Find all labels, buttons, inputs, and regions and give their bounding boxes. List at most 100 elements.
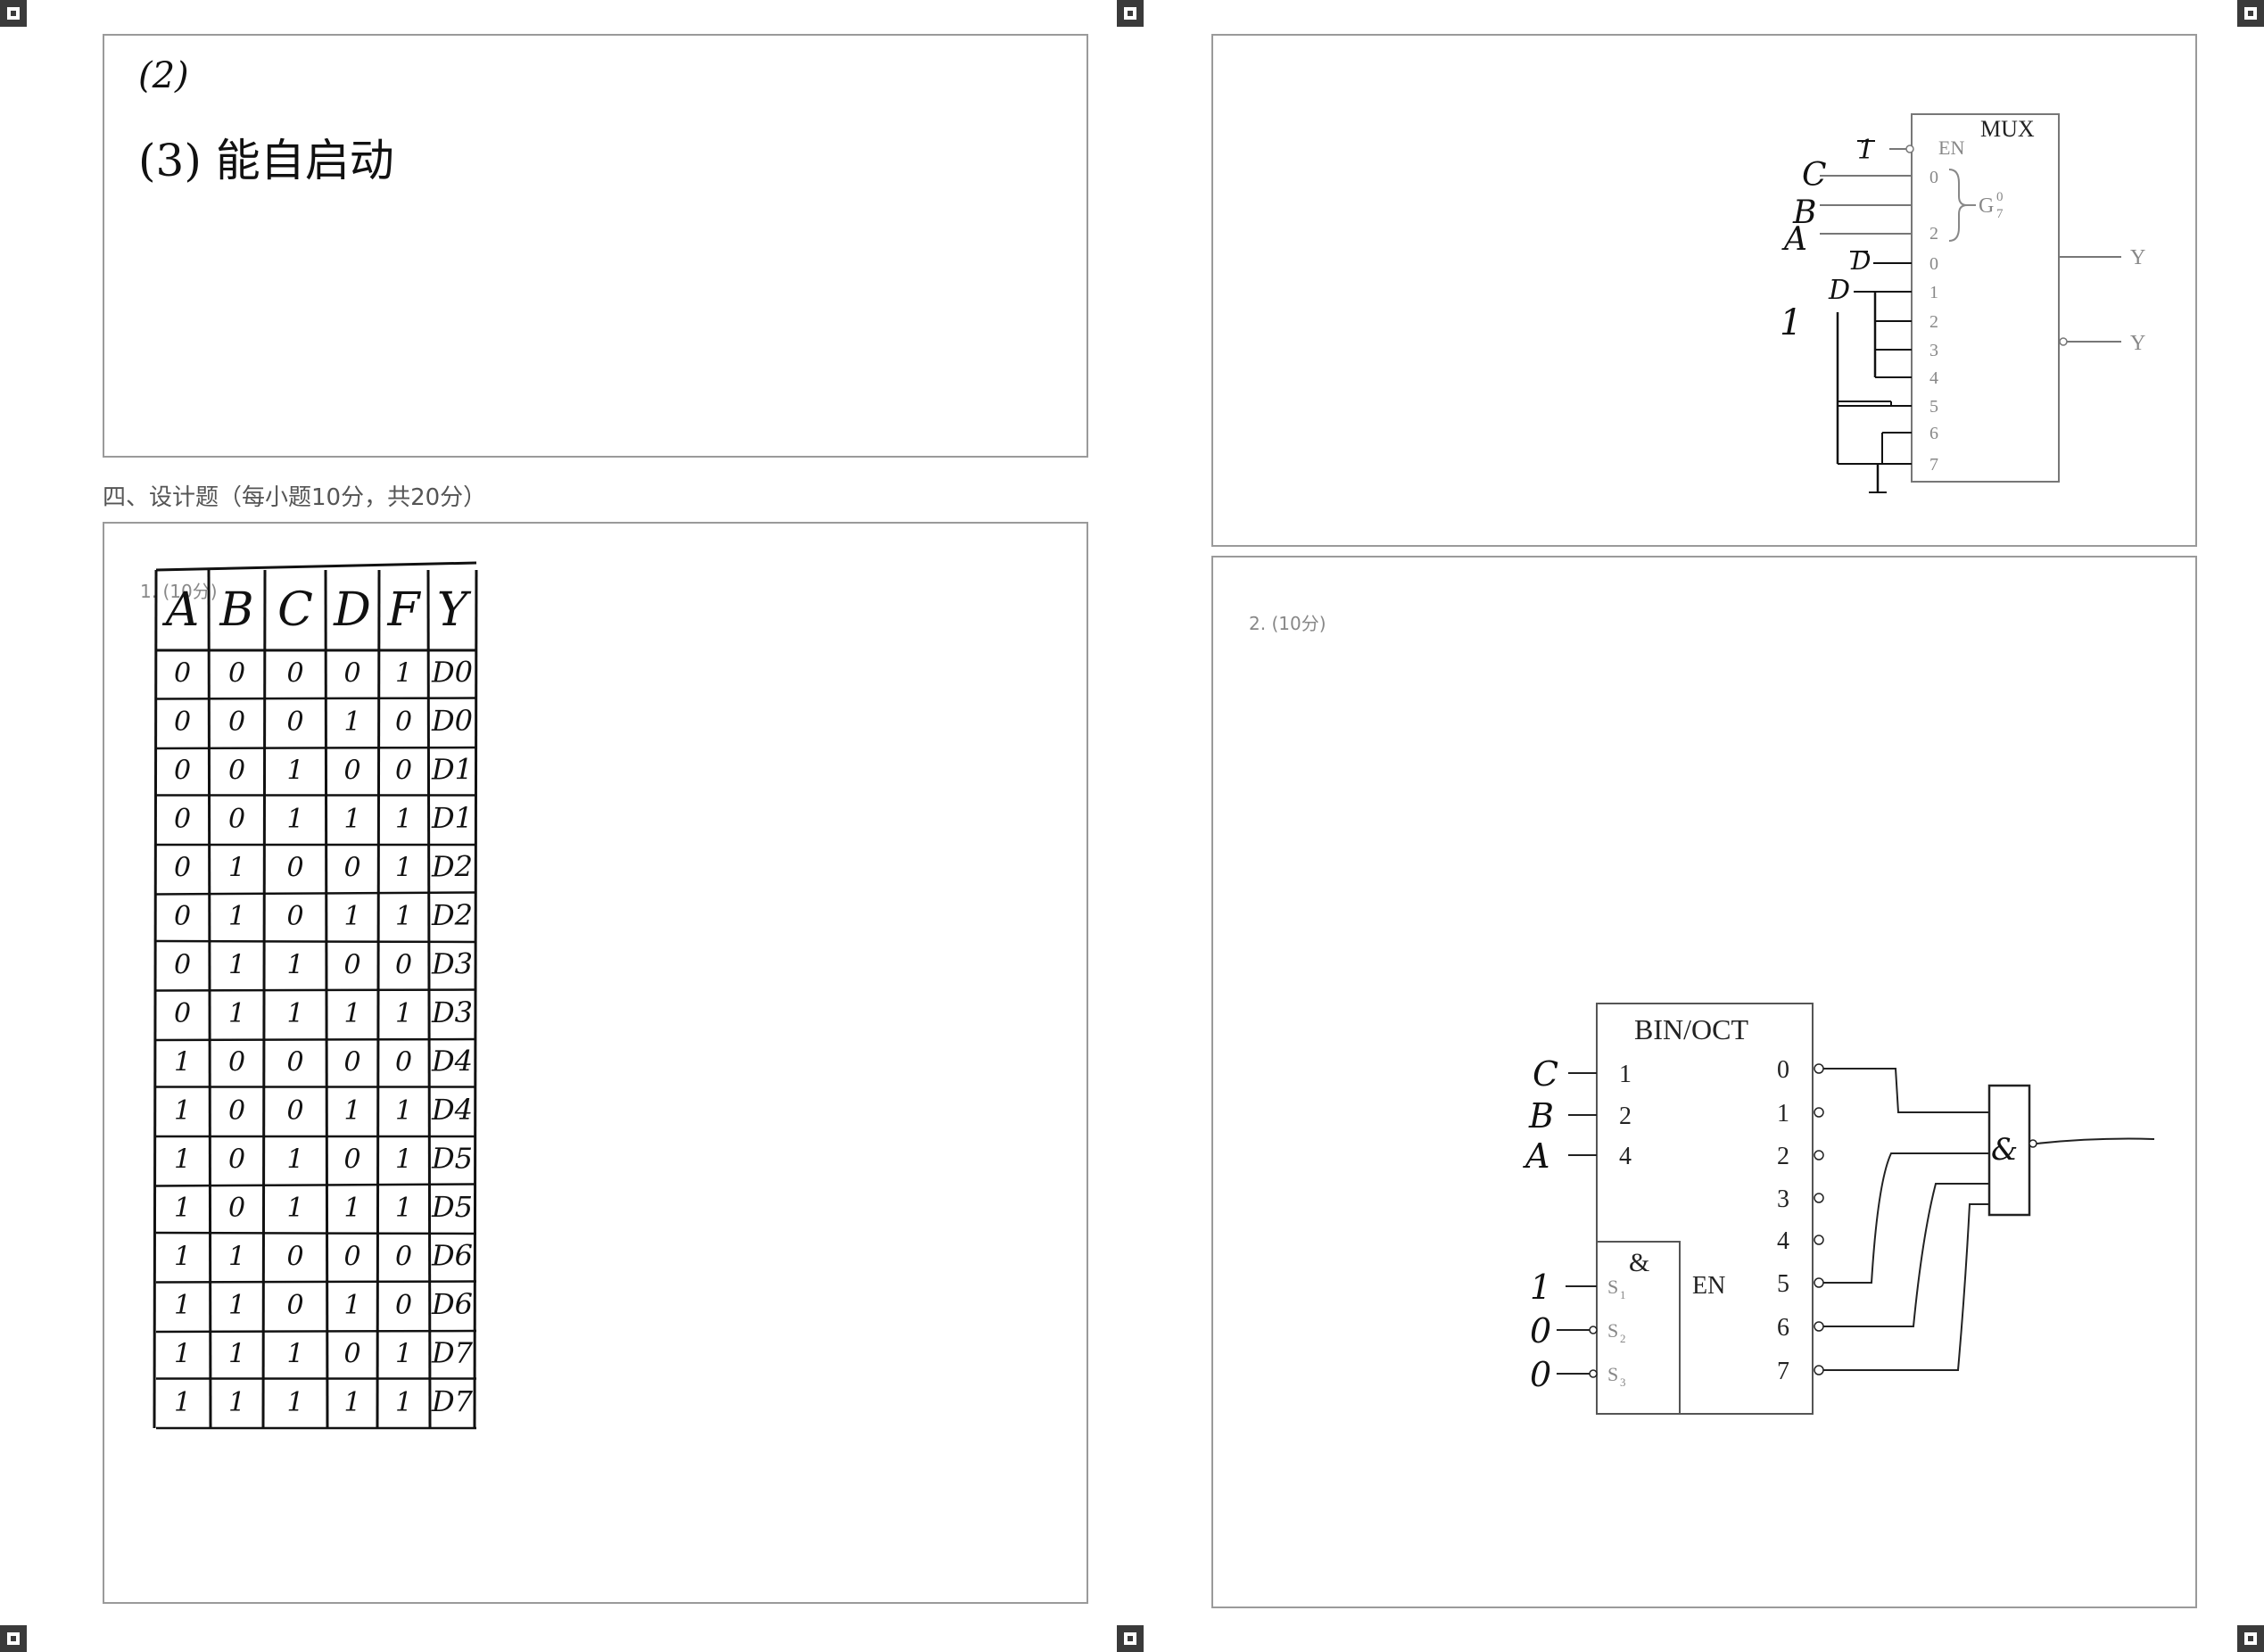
truth-table-cell: 1 xyxy=(286,1338,303,1369)
truth-table-cell: D6 xyxy=(431,1238,473,1272)
truth-table-cell: 0 xyxy=(174,852,191,883)
mux-data-pin-label: 3 xyxy=(1929,341,1938,360)
truth-table-cell: 0 xyxy=(395,1290,412,1321)
truth-table-cell: 1 xyxy=(343,998,360,1029)
truth-table-cell: 1 xyxy=(395,804,412,835)
truth-table-cell: 1 xyxy=(395,1387,412,1418)
truth-table-cell: 0 xyxy=(395,1046,412,1078)
mux-en-inversion-bubble xyxy=(1905,145,1914,153)
decoder-hand-input: A xyxy=(1523,1136,1549,1176)
registration-mark-top-right xyxy=(2237,0,2264,27)
truth-table-cell: 0 xyxy=(174,755,191,786)
decoder-s-sub: 2 xyxy=(1620,1332,1626,1345)
truth-table-cell: 0 xyxy=(286,901,303,932)
mux-title: MUX xyxy=(1980,116,2035,142)
truth-table-cell: 0 xyxy=(343,1241,360,1272)
truth-table-header: F xyxy=(386,583,421,637)
registration-mark-bottom-left xyxy=(0,1625,27,1652)
decoder-output-pin: 4 xyxy=(1777,1227,1789,1255)
decoder-output-pin: 6 xyxy=(1777,1314,1789,1342)
decoder-output-pin: 1 xyxy=(1777,1100,1789,1127)
decoder-output-pin: 5 xyxy=(1777,1270,1789,1298)
truth-table-cell: 1 xyxy=(174,1387,191,1418)
decoder-output-pin: 3 xyxy=(1777,1185,1789,1213)
truth-table-cell: 1 xyxy=(174,1095,191,1127)
answer-line-2: (2) xyxy=(138,55,189,96)
truth-table-cell: 0 xyxy=(174,706,191,738)
truth-table-header: Y xyxy=(437,583,472,637)
decoder-s-label: S xyxy=(1607,1276,1618,1298)
truth-table-cell: 1 xyxy=(174,1338,191,1369)
truth-table-cell: 1 xyxy=(228,1290,245,1321)
truth-table-cell: 0 xyxy=(228,804,245,835)
truth-table-cell: D2 xyxy=(431,898,473,932)
truth-table-cell: 1 xyxy=(174,1241,191,1272)
truth-table-cell: 1 xyxy=(228,901,245,932)
decoder-title: BIN/OCT xyxy=(1634,1013,1748,1045)
decoder-output-bubble xyxy=(1814,1193,1824,1203)
truth-table-cell: 1 xyxy=(228,1387,245,1418)
answer-line-3: (3) 能自启动 xyxy=(138,135,394,186)
truth-table-cell: 1 xyxy=(228,1338,245,1369)
mux-output-y-bar: Y xyxy=(2130,332,2145,355)
truth-table-cell: 1 xyxy=(395,901,412,932)
truth-table-cell: 1 xyxy=(395,657,412,689)
decoder-hand-input: B xyxy=(1528,1096,1554,1136)
answer-panel-top-left: (2) (3) 能自启动 xyxy=(103,34,1088,458)
decoder-chip-body xyxy=(1596,1003,1814,1415)
decoder-output-bubble xyxy=(1814,1107,1824,1118)
truth-table-cell: 1 xyxy=(343,1387,360,1418)
mux-output-y: Y xyxy=(2130,246,2145,269)
truth-table-cell: 1 xyxy=(286,804,303,835)
decoder-s-label: S xyxy=(1607,1363,1618,1385)
truth-table-cell: 1 xyxy=(286,949,303,980)
truth-table-cell: 0 xyxy=(343,1144,360,1175)
truth-table-cell: 0 xyxy=(286,1095,303,1127)
truth-table-cell: 0 xyxy=(174,949,191,980)
decoder-input-pin: 2 xyxy=(1619,1103,1632,1130)
mux-data-pin-label: 1 xyxy=(1929,283,1938,302)
decoder-hand-s: 0 xyxy=(1530,1311,1551,1351)
mux-hand-b: B xyxy=(1792,194,1816,231)
truth-table-cell: 1 xyxy=(395,1144,412,1175)
registration-mark-bottom-right xyxy=(2237,1625,2264,1652)
question-2-label: 2. (10分) xyxy=(1249,613,1326,634)
mux-hand-a: A xyxy=(1781,221,1807,258)
truth-table-cell: D1 xyxy=(431,752,473,786)
decoder-s-bubble xyxy=(1589,1326,1598,1334)
truth-table-cell: 0 xyxy=(286,852,303,883)
and-gate-symbol: & xyxy=(1991,1132,2018,1168)
mux-data-pin-label: 0 xyxy=(1929,254,1938,274)
decoder-and-label: & xyxy=(1629,1248,1649,1277)
truth-table-cell: 0 xyxy=(343,755,360,786)
truth-table-cell: D4 xyxy=(431,1093,473,1127)
truth-table-cell: 1 xyxy=(286,998,303,1029)
truth-table-cell: 0 xyxy=(343,1338,360,1369)
and-gate xyxy=(1987,1084,2031,1217)
truth-table-cell: 0 xyxy=(174,901,191,932)
truth-table-cell: 0 xyxy=(174,998,191,1029)
truth-table-cell: 1 xyxy=(395,1193,412,1224)
truth-table-cell: D1 xyxy=(431,801,473,835)
truth-table-cell: 1 xyxy=(286,755,303,786)
mux-chip-body xyxy=(1911,113,2060,483)
mux-en-hand: 1 xyxy=(1857,135,1874,166)
mux-sel-pin-0: 0 xyxy=(1929,168,1938,187)
mux-data-pin-label: 5 xyxy=(1929,397,1938,417)
truth-table-cell: 0 xyxy=(174,804,191,835)
decoder-input-pin: 1 xyxy=(1619,1061,1632,1088)
section-title: 四、设计题（每小题10分，共20分） xyxy=(103,484,487,511)
truth-table-cell: 0 xyxy=(228,1193,245,1224)
truth-table-cell: 0 xyxy=(228,1046,245,1078)
truth-table-cell: 1 xyxy=(286,1193,303,1224)
truth-table-cell: 0 xyxy=(395,1241,412,1272)
decoder-output-pin: 7 xyxy=(1777,1358,1789,1385)
truth-table-cell: 0 xyxy=(343,1046,360,1078)
decoder-hand-s: 1 xyxy=(1530,1268,1551,1307)
mux-g-label: G xyxy=(1979,194,1994,218)
